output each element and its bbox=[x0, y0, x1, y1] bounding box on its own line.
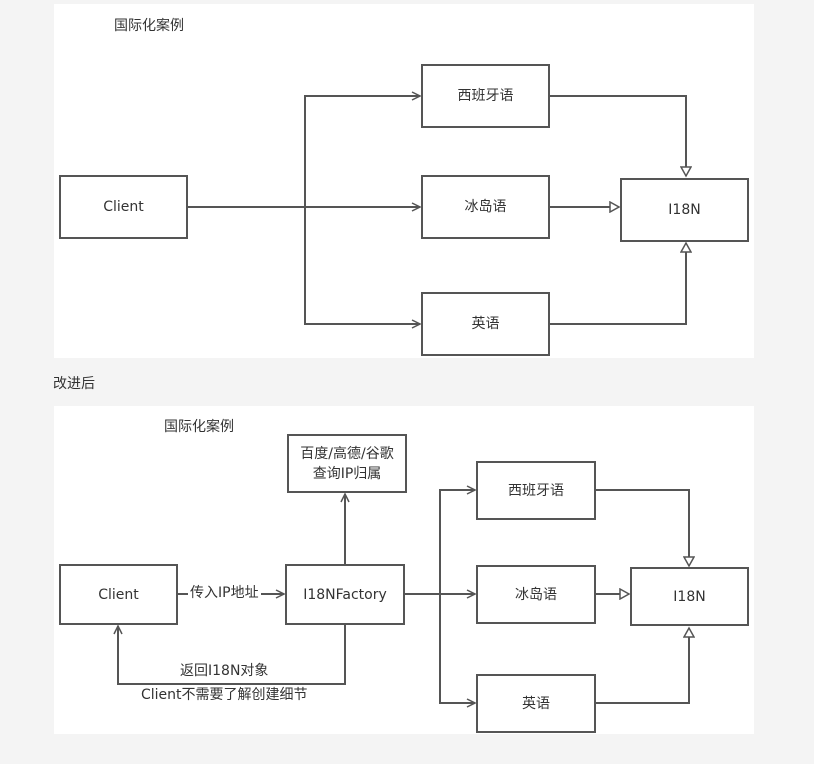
d1-icelandic-label: 冰岛语 bbox=[464, 199, 507, 215]
edge-d2-factory-spanish bbox=[405, 490, 475, 595]
d1-icelandic-box: 冰岛语 bbox=[421, 175, 550, 239]
edge-d2-factory-client-return bbox=[118, 625, 346, 685]
d2-factory-label: I18NFactory bbox=[303, 586, 387, 603]
d1-english-box: 英语 bbox=[421, 292, 550, 356]
d2-spanish-box: 西班牙语 bbox=[476, 461, 596, 520]
edge-d1-client-english bbox=[304, 207, 420, 324]
edge-d2-english-i18n bbox=[596, 628, 689, 704]
d1-spanish-box: 西班牙语 bbox=[421, 64, 550, 128]
edge-d2-spanish-i18n bbox=[596, 489, 689, 566]
d2-i18n-label: I18N bbox=[673, 588, 706, 605]
diagram-1-title: 国际化案例 bbox=[114, 18, 184, 34]
edge-label-pass-ip: 传入IP地址 bbox=[188, 583, 261, 603]
d2-lookup-box: 百度/高德/谷歌 查询IP归属 bbox=[287, 434, 407, 493]
d2-icelandic-label: 冰岛语 bbox=[515, 586, 557, 603]
d2-client-box: Client bbox=[59, 564, 178, 625]
d2-client-label: Client bbox=[98, 586, 139, 603]
d2-icelandic-box: 冰岛语 bbox=[476, 565, 596, 624]
d2-spanish-label: 西班牙语 bbox=[508, 482, 564, 499]
d2-i18n-box: I18N bbox=[630, 567, 749, 626]
edge-d1-client-spanish bbox=[188, 96, 420, 208]
d2-lookup-label-line1: 百度/高德/谷歌 bbox=[300, 445, 394, 462]
d1-client-box: Client bbox=[59, 175, 188, 239]
d1-i18n-label: I18N bbox=[668, 202, 701, 218]
d2-english-label: 英语 bbox=[522, 695, 550, 712]
d1-client-label: Client bbox=[103, 199, 144, 215]
edge-label-return-line2: Client不需要了解创建细节 bbox=[141, 685, 308, 705]
d2-english-box: 英语 bbox=[476, 674, 596, 733]
d1-spanish-label: 西班牙语 bbox=[457, 88, 514, 104]
diagram-2-title: 国际化案例 bbox=[164, 419, 234, 435]
edge-label-return-line1: 返回I18N对象 bbox=[180, 661, 269, 681]
edge-d1-spanish-i18n bbox=[550, 95, 686, 176]
section-label: 改进后 bbox=[53, 376, 95, 392]
edge-d2-factory-english bbox=[439, 594, 475, 703]
edge-d1-english-i18n bbox=[550, 243, 686, 325]
d1-english-label: 英语 bbox=[471, 316, 500, 332]
d2-lookup-label-line2: 查询IP归属 bbox=[312, 465, 382, 482]
d2-factory-box: I18NFactory bbox=[285, 564, 405, 625]
d1-i18n-box: I18N bbox=[620, 178, 749, 242]
